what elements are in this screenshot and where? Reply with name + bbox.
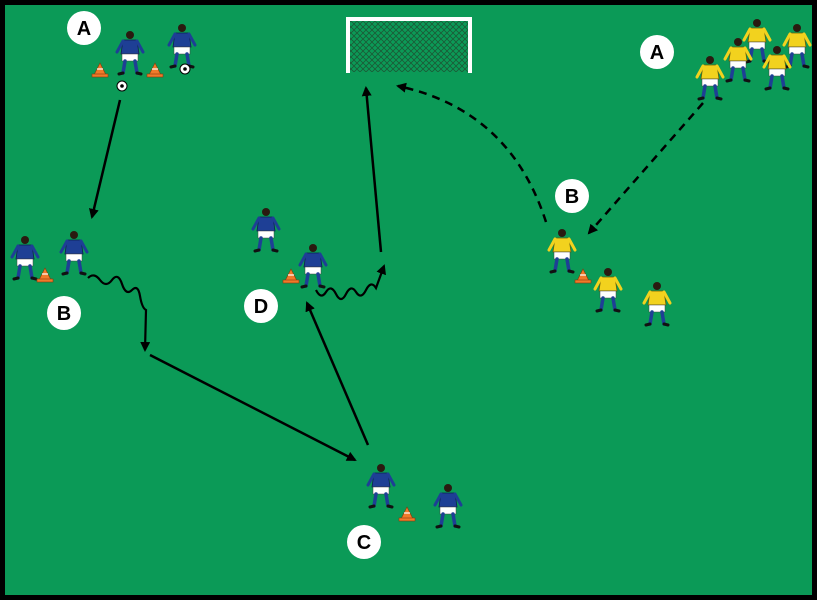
pass-arrow-a-to-b — [88, 99, 122, 219]
dribble-arrow-d — [315, 264, 386, 301]
svg-text:B: B — [57, 303, 71, 325]
ball — [179, 63, 191, 75]
ball — [116, 80, 128, 92]
svg-text:D: D — [254, 296, 268, 318]
svg-text:B: B — [565, 186, 579, 208]
goal — [346, 17, 472, 73]
svg-text:A: A — [77, 18, 91, 40]
station-label-a-right: A — [640, 35, 674, 69]
pass-arrow-b-to-c — [149, 353, 357, 462]
svg-text:A: A — [650, 42, 664, 64]
shot-arrow-d-to-goal — [361, 86, 383, 253]
run-arrow-a-to-b — [587, 102, 704, 235]
station-label-b-left: B — [47, 296, 81, 330]
pass-arrow-c-to-d — [305, 301, 370, 446]
station-label-d: D — [244, 289, 278, 323]
station-label-c: C — [347, 525, 381, 559]
dribble-arrow-b — [87, 274, 151, 352]
station-label-b-right: B — [555, 179, 589, 213]
run-arrow-b-to-goal — [396, 82, 548, 223]
svg-text:C: C — [357, 532, 371, 554]
station-label-a-left: A — [67, 11, 101, 45]
